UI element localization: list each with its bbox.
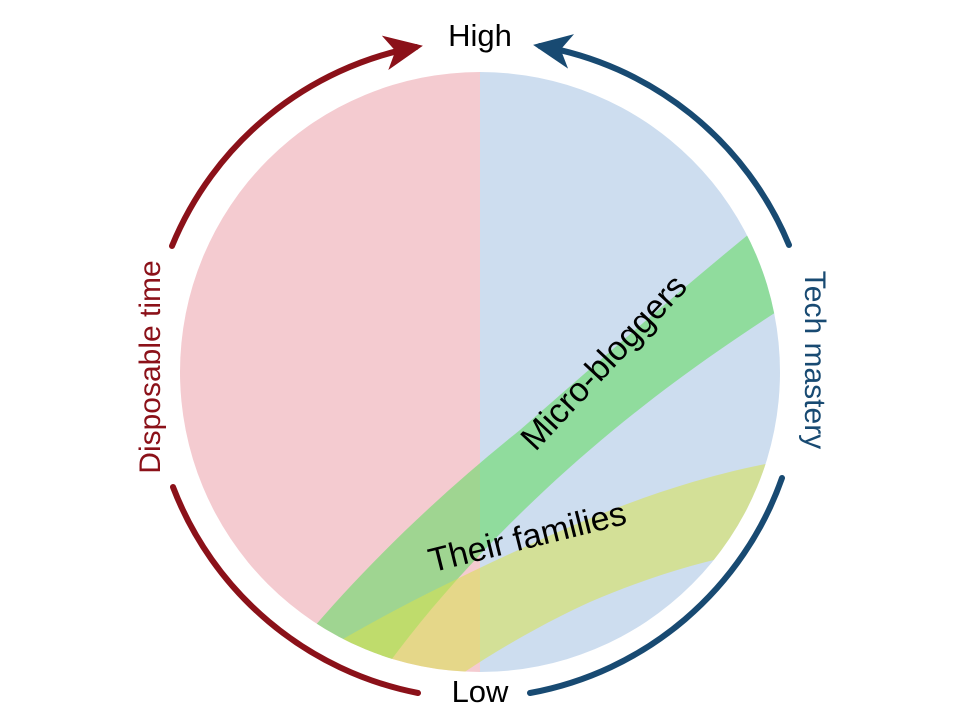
axis-arc-tech-mastery: [527, 34, 792, 696]
axis-label-disposable-time: Disposable time: [134, 260, 167, 473]
axis-label-tech-mastery: Tech mastery: [798, 271, 831, 449]
pole-labels: High Low: [448, 18, 512, 709]
pole-label-low: Low: [452, 674, 509, 709]
band-their-families: [250, 458, 780, 672]
disposable-time-arc-lower: [170, 484, 421, 696]
pole-label-high: High: [448, 18, 512, 53]
disposable-time-arc-upper: [169, 35, 423, 249]
overlay-bands: [250, 225, 780, 672]
tech-mastery-arc-lower: [527, 475, 785, 696]
axis-labels: Disposable time Tech mastery: [134, 260, 831, 473]
axis-arc-disposable-time: [169, 35, 423, 696]
left-half-disposable-time: [180, 72, 480, 672]
band-micro-bloggers: [255, 225, 780, 672]
tech-mastery-arc-upper: [533, 34, 792, 248]
